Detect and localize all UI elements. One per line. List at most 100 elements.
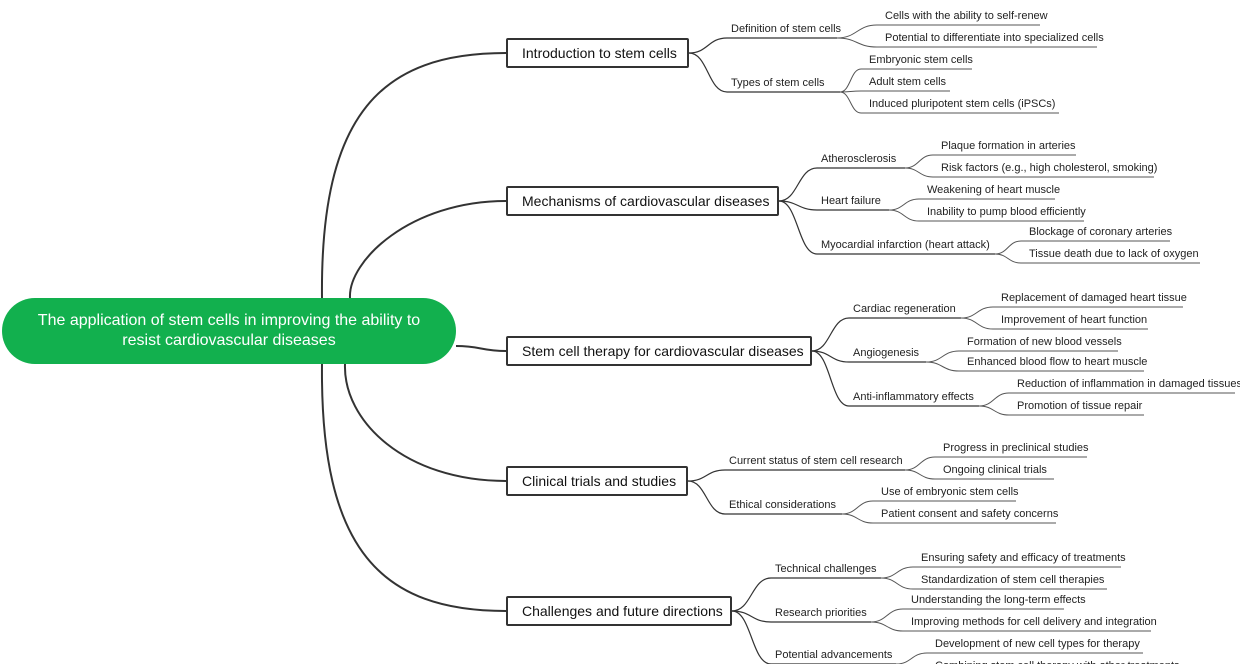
leaf-topic[interactable]: Understanding the long-term effects — [911, 594, 1086, 607]
subtopic-label: Myocardial infarction (heart attack) — [821, 239, 990, 251]
subtopic[interactable]: Ethical considerations — [729, 499, 836, 512]
leaf-connector — [904, 469, 936, 480]
leaf-topic-label: Cells with the ability to self-renew — [885, 10, 1048, 22]
leaf-connector — [841, 500, 874, 515]
leaf-topic[interactable]: Patient consent and safety concerns — [881, 508, 1058, 521]
leaf-topic-label: Induced pluripotent stem cells (iPSCs) — [869, 98, 1056, 110]
subtopic-connector — [688, 52, 728, 93]
branch-topic[interactable]: Clinical trials and studies — [506, 466, 688, 496]
subtopic[interactable]: Technical challenges — [775, 563, 877, 576]
subtopic-connector — [778, 200, 818, 211]
leaf-topic-label: Weakening of heart muscle — [927, 184, 1061, 196]
branch-topic-label: Challenges and future directions — [522, 603, 723, 619]
branch-topic-label: Clinical trials and studies — [522, 473, 677, 489]
leaf-topic-label: Tissue death due to lack of oxygen — [1029, 248, 1199, 260]
leaf-connector — [994, 253, 1022, 264]
leaf-topic[interactable]: Enhanced blood flow to heart muscle — [967, 356, 1147, 369]
leaf-topic[interactable]: Inability to pump blood efficiently — [927, 206, 1086, 219]
leaf-topic[interactable]: Development of new cell types for therap… — [935, 638, 1140, 651]
branch-connector — [455, 345, 507, 352]
branch-topic[interactable]: Challenges and future directions — [506, 596, 732, 626]
branch-topic[interactable]: Stem cell therapy for cardiovascular dis… — [506, 336, 812, 366]
leaf-topic[interactable]: Replacement of damaged heart tissue — [1001, 292, 1187, 305]
subtopic[interactable]: Research priorities — [775, 607, 867, 620]
leaf-connector — [978, 392, 1010, 407]
leaf-connector — [839, 68, 862, 93]
branch-topic[interactable]: Mechanisms of cardiovascular diseases — [506, 186, 779, 216]
leaf-topic-label: Combining stem cell therapy with other t… — [935, 660, 1180, 664]
leaf-topic-label: Reduction of inflammation in damaged tis… — [1017, 378, 1240, 390]
subtopic-connector — [687, 480, 726, 515]
subtopic-label: Ethical considerations — [729, 499, 837, 511]
subtopic-label: Types of stem cells — [731, 77, 825, 89]
leaf-topic[interactable]: Formation of new blood vessels — [967, 336, 1122, 349]
subtopic-connector — [811, 350, 850, 363]
subtopic-connector — [731, 610, 772, 623]
leaf-topic-label: Understanding the long-term effects — [911, 594, 1086, 606]
leaf-topic-label: Plaque formation in arteries — [941, 140, 1076, 152]
leaf-topic[interactable]: Blockage of coronary arteries — [1029, 226, 1172, 239]
leaf-topic[interactable]: Ongoing clinical trials — [943, 464, 1047, 477]
branch-topic-label: Mechanisms of cardiovascular diseases — [522, 193, 770, 209]
leaf-topic[interactable]: Improvement of heart function — [1001, 314, 1147, 327]
leaf-connector — [960, 306, 994, 319]
leaf-connector — [895, 652, 928, 664]
branch-topic-label: Introduction to stem cells — [522, 45, 677, 61]
leaf-topic[interactable]: Risk factors (e.g., high cholesterol, sm… — [941, 162, 1157, 175]
leaf-topic-label: Promotion of tissue repair — [1017, 400, 1143, 412]
leaf-topic[interactable]: Embryonic stem cells — [869, 54, 973, 67]
leaf-topic-label: Blockage of coronary arteries — [1029, 226, 1173, 238]
root-topic[interactable]: The application of stem cells in improvi… — [2, 298, 456, 364]
subtopic[interactable]: Current status of stem cell research — [729, 455, 903, 468]
leaf-topic-label: Standardization of stem cell therapies — [921, 574, 1105, 586]
leaf-topic[interactable]: Standardization of stem cell therapies — [921, 574, 1104, 587]
root-topic-label: The application of stem cells in improvi… — [37, 312, 421, 349]
branch-connector — [320, 52, 507, 299]
subtopic-connector — [811, 350, 850, 407]
leaf-connector — [904, 456, 936, 471]
leaf-topic[interactable]: Progress in preclinical studies — [943, 442, 1089, 455]
subtopic[interactable]: Potential advancements — [775, 649, 892, 662]
leaf-topic-label: Patient consent and safety concerns — [881, 508, 1059, 520]
leaf-connector — [841, 513, 874, 524]
subtopic[interactable]: Anti-inflammatory effects — [853, 391, 974, 404]
leaf-topic[interactable]: Reduction of inflammation in damaged tis… — [1017, 378, 1240, 391]
subtopic-connector — [811, 317, 850, 352]
leaf-connector — [904, 167, 934, 178]
leaf-topic-label: Potential to differentiate into speciali… — [885, 32, 1104, 44]
subtopic-label: Atherosclerosis — [821, 153, 897, 165]
leaf-connector — [978, 405, 1010, 416]
leaf-connector — [994, 240, 1022, 255]
subtopic[interactable]: Definition of stem cells — [731, 23, 841, 36]
subtopic-label: Potential advancements — [775, 649, 893, 661]
subtopic[interactable]: Atherosclerosis — [821, 153, 896, 166]
leaf-topic[interactable]: Adult stem cells — [869, 76, 946, 89]
branch-topic[interactable]: Introduction to stem cells — [506, 38, 689, 68]
subtopic[interactable]: Angiogenesis — [853, 347, 919, 360]
subtopic[interactable]: Cardiac regeneration — [853, 303, 956, 316]
branch-connector — [348, 200, 507, 299]
leaf-topic[interactable]: Improving methods for cell delivery and … — [911, 616, 1157, 629]
leaf-connector — [960, 317, 994, 330]
leaf-topic-label: Enhanced blood flow to heart muscle — [967, 356, 1148, 368]
leaf-topic[interactable]: Promotion of tissue repair — [1017, 400, 1142, 413]
leaf-topic[interactable]: Ensuring safety and efficacy of treatmen… — [921, 552, 1126, 565]
subtopic-connector — [688, 37, 728, 54]
leaf-topic[interactable]: Use of embryonic stem cells — [881, 486, 1019, 499]
leaf-topic[interactable]: Tissue death due to lack of oxygen — [1029, 248, 1199, 261]
leaf-topic[interactable]: Cells with the ability to self-renew — [885, 10, 1048, 23]
subtopic[interactable]: Myocardial infarction (heart attack) — [821, 239, 990, 252]
leaf-topic[interactable]: Potential to differentiate into speciali… — [885, 32, 1104, 45]
leaf-topic-label: Development of new cell types for therap… — [935, 638, 1140, 650]
subtopic[interactable]: Heart failure — [821, 195, 881, 208]
leaf-connector — [870, 621, 904, 632]
leaf-connector — [836, 37, 878, 48]
leaf-topic[interactable]: Weakening of heart muscle — [927, 184, 1060, 197]
leaf-topic[interactable]: Combining stem cell therapy with other t… — [935, 660, 1180, 664]
leaf-topic-label: Improvement of heart function — [1001, 314, 1148, 326]
leaf-connector — [925, 361, 960, 372]
leaf-topic[interactable]: Induced pluripotent stem cells (iPSCs) — [869, 98, 1055, 111]
leaf-topic[interactable]: Plaque formation in arteries — [941, 140, 1076, 153]
subtopic[interactable]: Types of stem cells — [731, 77, 825, 90]
